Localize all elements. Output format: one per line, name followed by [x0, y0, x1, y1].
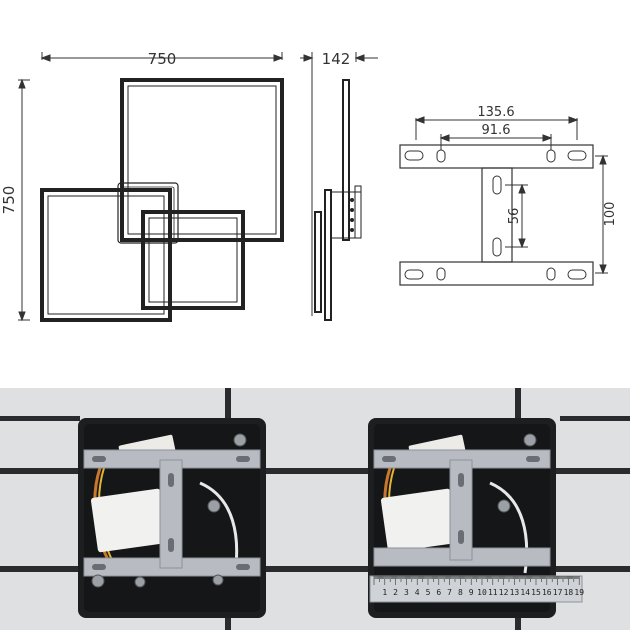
mounting-box-outline — [117, 182, 179, 244]
ruler-number: 14 — [520, 588, 530, 597]
ruler-number: 2 — [393, 588, 398, 597]
front-width-label: 750 — [148, 50, 177, 68]
ruler-number: 8 — [458, 588, 463, 597]
ruler-number: 15 — [531, 588, 541, 597]
frame-square-small — [141, 210, 245, 310]
ruler-number: 3 — [404, 588, 409, 597]
ruler-number: 12 — [499, 588, 509, 597]
bracket-view: 135.6 91.6 56 100 — [399, 105, 618, 286]
ruler-number: 9 — [469, 588, 474, 597]
ruler-number: 17 — [553, 588, 563, 597]
side-depth-label: 142 — [322, 50, 351, 68]
drawing-canvas: 750 750 142 — [0, 50, 618, 322]
bracket-slot-spacing-label: 56 — [507, 208, 522, 225]
frame-square-large — [120, 78, 284, 242]
bracket-outer-width-label: 135.6 — [477, 105, 514, 120]
frame-square-left — [40, 188, 172, 322]
ruler-number: 1 — [382, 588, 387, 597]
ruler-number: 7 — [447, 588, 452, 597]
ruler-number: 4 — [415, 588, 420, 597]
ruler-number: 18 — [564, 588, 574, 597]
ruler-number: 19 — [574, 588, 584, 597]
front-height-label: 750 — [0, 186, 18, 215]
ruler-number: 5 — [426, 588, 431, 597]
ruler-number: 10 — [477, 588, 487, 597]
photo-box-without-ruler — [78, 418, 266, 618]
ruler-number: 11 — [488, 588, 498, 597]
technical-drawing: 750 750 142 — [0, 50, 618, 322]
ruler-number: 16 — [542, 588, 552, 597]
ruler-number: 6 — [436, 588, 441, 597]
ruler-number: 13 — [510, 588, 520, 597]
bracket-height-label: 100 — [603, 202, 618, 227]
front-view: 750 750 — [0, 50, 284, 322]
side-view: 142 — [300, 50, 378, 321]
bracket-inner-width-label: 91.6 — [482, 123, 511, 138]
